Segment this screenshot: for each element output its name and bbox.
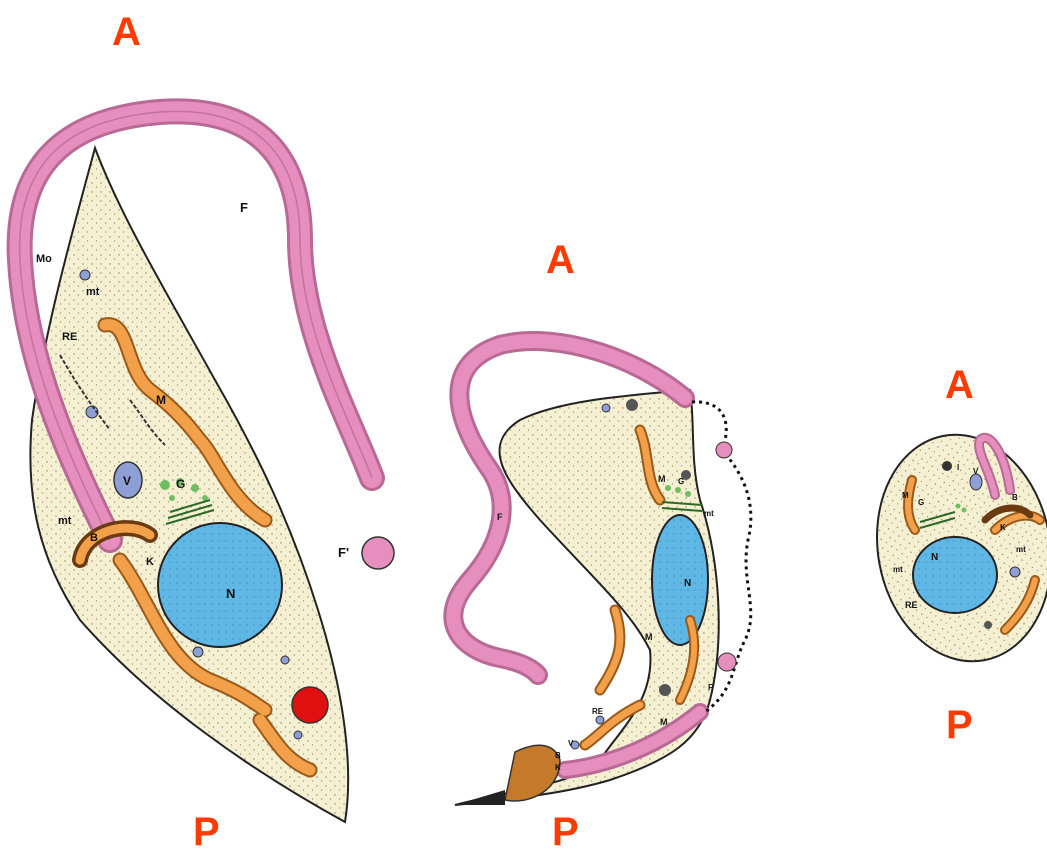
cell3-label-vacuole: V <box>973 467 979 476</box>
cell1-label-kinetoplast: K <box>146 556 154 568</box>
cell1-label-basal-body: B <box>90 532 98 544</box>
cell3-label-mt-left: mt <box>893 565 903 574</box>
cell3: l V M G B K N mt mt RE <box>860 421 1047 675</box>
cell3-label-basal-body: B <box>1012 493 1018 502</box>
cell3-label-reticulum: RE <box>905 600 918 610</box>
cell2-label-flagellum: F <box>497 512 503 522</box>
cell1-label-flagellum-cross-section: F' <box>338 545 349 560</box>
cell2-label-basal-body: B <box>555 751 561 760</box>
cell3-label-lysosome: l <box>957 463 959 472</box>
cell2-label-mitochondrion-2: M <box>645 632 653 642</box>
cell1-flagellum-cross-section <box>362 537 394 569</box>
cell3-label-golgi: G <box>918 498 924 507</box>
cell2-label-mitochondrion-1: M <box>658 474 666 484</box>
cell3-label-kinetoplast: K <box>1000 523 1006 532</box>
cell1-label-vacuole: V <box>123 474 131 488</box>
cell1-label-mt-top: mt <box>86 286 100 298</box>
cell1-label-mitochondrion: M <box>156 393 166 407</box>
cell2-label-microtubules: mt <box>704 509 714 518</box>
cell3-nucleus <box>913 537 997 613</box>
cell1-label-mt-side: mt <box>58 515 72 527</box>
cell2-label-mitochondrion-3: M <box>660 717 668 727</box>
cell2-label-vacuole: V <box>568 739 574 748</box>
cell1-label-golgi: G <box>176 477 185 491</box>
cell1: F F' Mo mt mt RE M V G B K N <box>20 111 394 822</box>
cell3-label-nucleus: N <box>931 552 938 563</box>
cell1-reservosome <box>292 687 328 723</box>
cell3-label-mitochondrion: M <box>902 491 909 500</box>
cell1-label-mo: Mo <box>36 253 52 265</box>
cell1-label-reticulum: RE <box>62 331 77 343</box>
cell2-label-golgi: G <box>678 477 684 486</box>
cell1-nucleus <box>158 523 282 647</box>
cell2-label-reticulum: RE <box>592 707 604 716</box>
cell1-label-nucleus: N <box>226 586 235 601</box>
cell2-label-flagellum-tip: F <box>708 683 713 692</box>
cell1-label-flagellum: F <box>240 200 248 215</box>
cell3-label-mt-right: mt <box>1016 545 1026 554</box>
cell2-label-nucleus: N <box>684 578 691 589</box>
cell2-label-kinetoplast: K <box>555 763 561 772</box>
cell2-nucleus <box>652 515 708 645</box>
cell2: F M M M G mt N RE V B K F <box>453 341 751 805</box>
